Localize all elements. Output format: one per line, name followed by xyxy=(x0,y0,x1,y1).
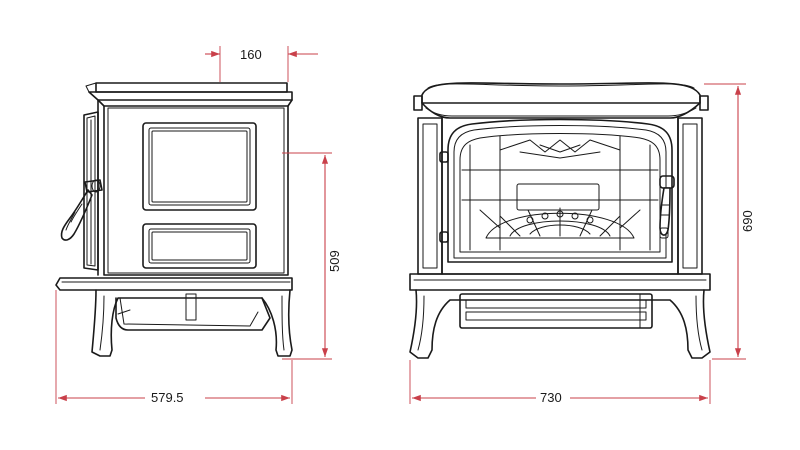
side-door-edge xyxy=(83,111,99,271)
dimension-label-bg xyxy=(145,388,205,406)
dimension-label-side-depth: 579.5 xyxy=(151,390,184,405)
dimension-side-depth xyxy=(55,290,293,404)
side-top-plate xyxy=(95,82,288,93)
front-right-pillar xyxy=(677,117,703,275)
side-legs xyxy=(91,289,293,357)
side-top-moulding xyxy=(97,99,293,107)
dimension-label-front-width: 730 xyxy=(540,390,562,405)
dimension-side-height xyxy=(282,152,332,360)
front-base xyxy=(409,273,711,291)
side-top-ledge xyxy=(88,91,293,101)
front-left-pillar xyxy=(417,117,443,275)
side-base-plinth xyxy=(55,277,293,291)
front-door-frame xyxy=(441,117,679,275)
dimension-label-side-height: 509 xyxy=(327,250,342,272)
dimension-label-front-height: 690 xyxy=(740,210,755,232)
front-view xyxy=(409,82,711,359)
side-ashpan xyxy=(115,297,271,331)
side-door-handle xyxy=(60,179,103,241)
front-door xyxy=(447,118,673,263)
dimension-label-rear-offset: 160 xyxy=(240,47,262,62)
front-door-handle xyxy=(659,175,675,239)
front-ashpan-drawer xyxy=(459,293,653,329)
dimension-front-height xyxy=(704,83,746,360)
front-door-hinges xyxy=(439,151,449,243)
side-body xyxy=(103,105,289,276)
dimension-label-bg xyxy=(536,388,570,406)
side-lower-panel xyxy=(142,223,257,269)
side-view xyxy=(55,82,293,357)
dimension-rear-offset xyxy=(205,46,318,82)
side-upper-panel xyxy=(142,122,257,211)
front-door-grille xyxy=(459,133,661,253)
